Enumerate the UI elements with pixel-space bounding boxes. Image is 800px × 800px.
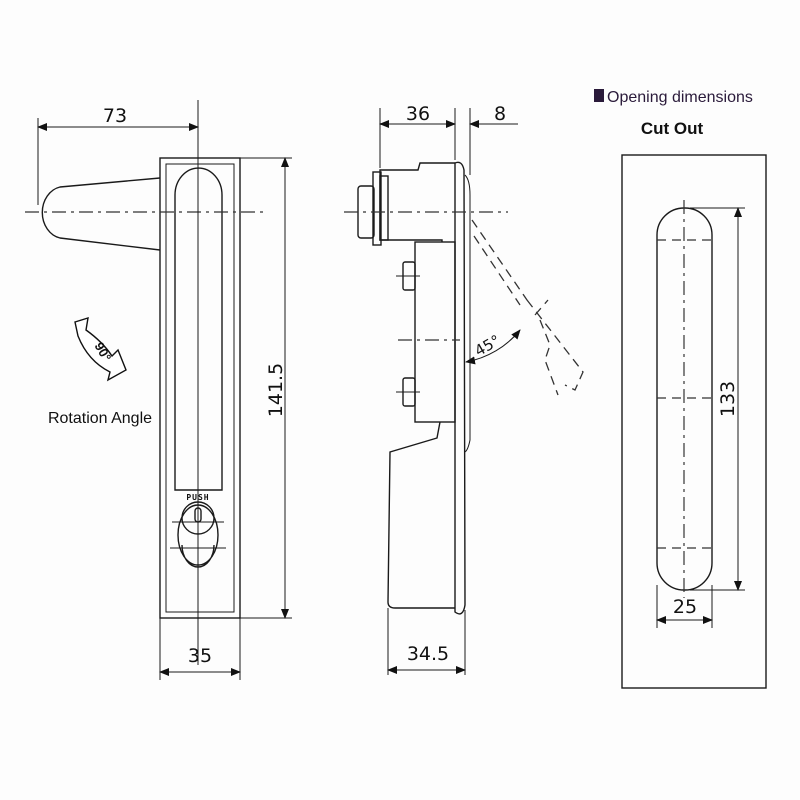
dim-35-label: 35 <box>188 645 212 667</box>
front-view: 73 141.5 35 PUSH 90° Rotation Angle <box>25 100 292 680</box>
dim-25-label: 25 <box>673 596 697 618</box>
dim-8-label: 8 <box>494 103 506 125</box>
handle-grip <box>174 167 223 491</box>
dim-36-label: 36 <box>406 103 430 125</box>
lock-box <box>414 241 456 423</box>
lever-open-position <box>471 219 584 396</box>
angle-label: 45° <box>471 331 503 360</box>
angle-arc <box>465 329 521 365</box>
lower-housing <box>387 421 455 609</box>
mounting-plate <box>454 161 466 615</box>
dim-34-label: 34.5 <box>407 643 449 665</box>
bullet-square-icon <box>594 89 604 102</box>
rotation-caption: Rotation Angle <box>48 410 152 427</box>
cutout-view: Opening dimensions Cut Out 133 25 <box>594 89 767 689</box>
push-label: PUSH <box>186 493 209 502</box>
rotation-arrow-icon <box>74 316 127 382</box>
dim-141-label: 141.5 <box>265 363 287 417</box>
handle-frame <box>159 157 241 619</box>
panel-outline <box>621 154 767 689</box>
dim-73-label: 73 <box>103 105 127 127</box>
dim-133-label: 133 <box>717 381 739 417</box>
handle-bevel <box>165 163 235 613</box>
lever <box>41 177 161 251</box>
cutout-heading: Opening dimensions <box>607 89 753 106</box>
side-view: 45° 36 8 34.5 <box>344 103 584 675</box>
cutout-subheading: Cut Out <box>641 119 704 138</box>
cylinder-body <box>379 162 455 242</box>
